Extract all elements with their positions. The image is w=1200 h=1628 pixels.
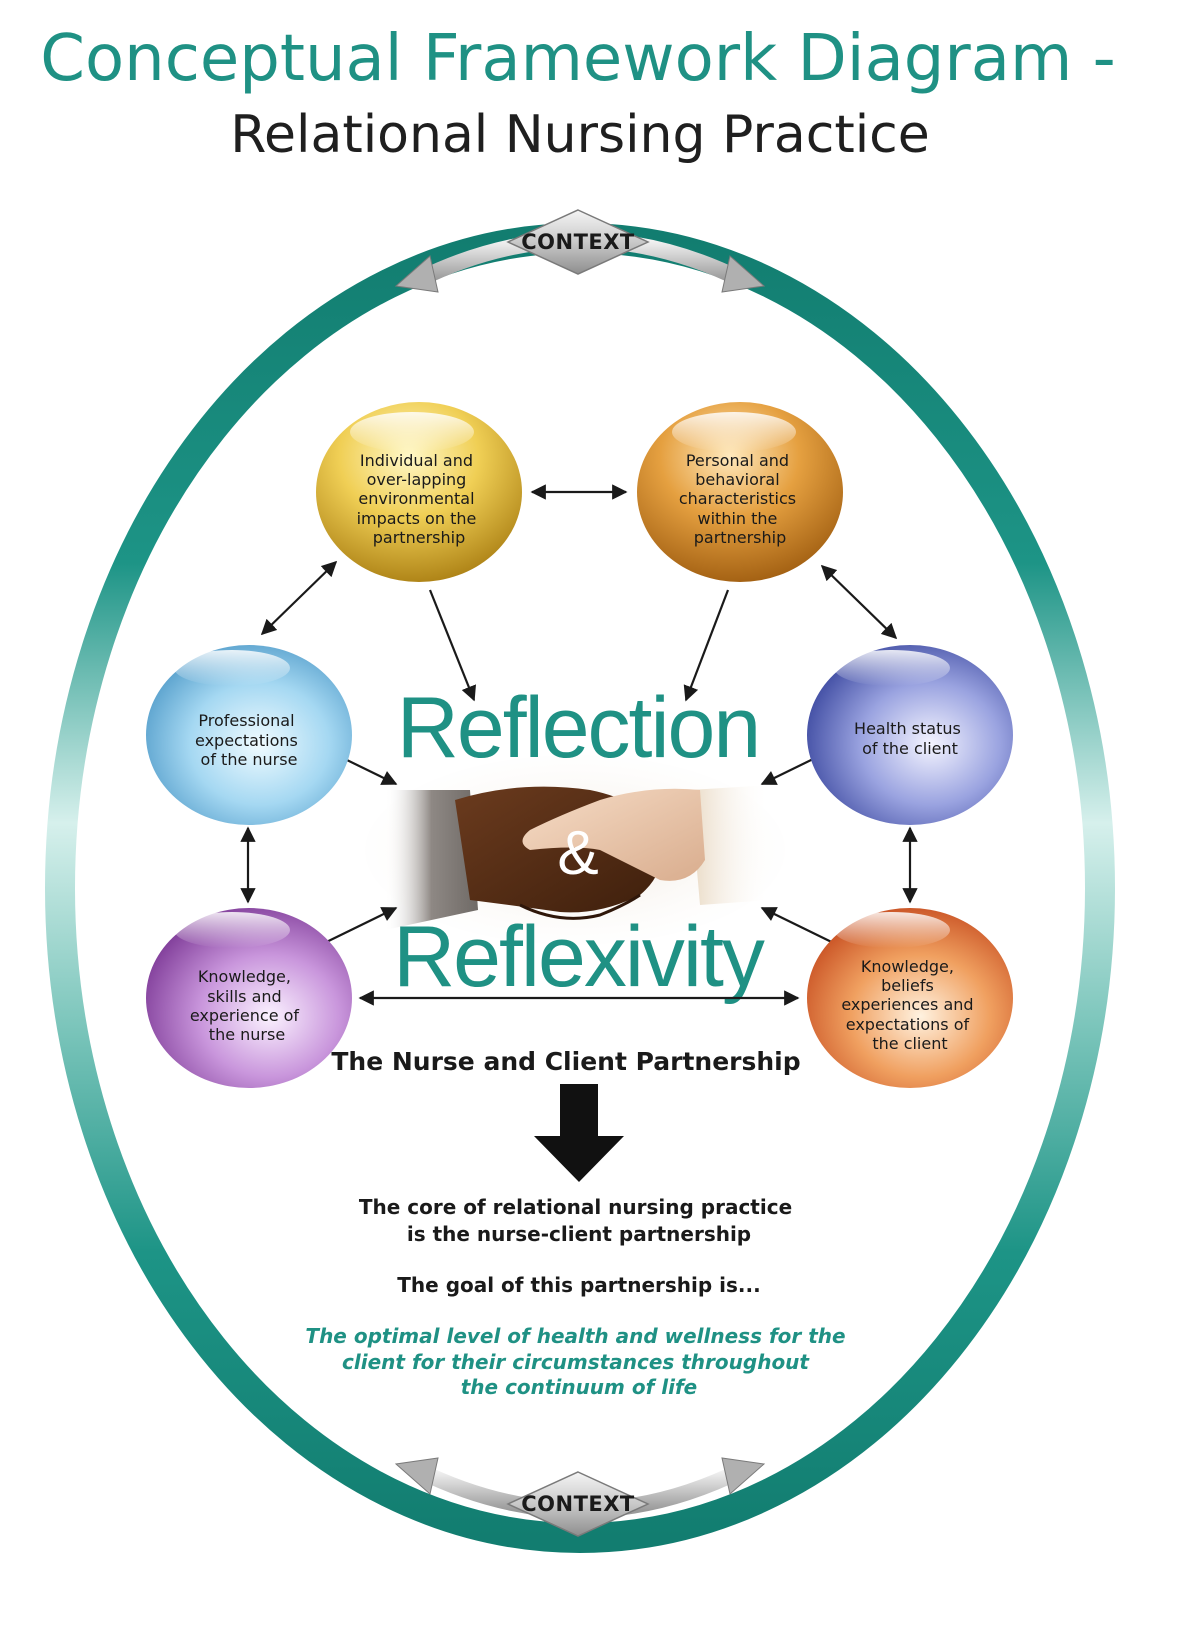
reflection-heading: Reflection bbox=[397, 680, 759, 776]
node-label: Personal and behavioral characteristics … bbox=[679, 451, 801, 547]
node-label: Professional expectations of the nurse bbox=[195, 711, 303, 769]
down-arrow-icon bbox=[534, 1084, 624, 1182]
node-label: Knowledge, skills and experience of the … bbox=[190, 967, 304, 1044]
context-top-badge: CONTEXT bbox=[394, 209, 766, 293]
node-client-knowledge: Knowledge, beliefs experiences and expec… bbox=[807, 908, 1013, 1088]
node-individual-environmental: Individual and over-lapping environmenta… bbox=[316, 402, 522, 582]
core-statement: The core of relational nursing practice … bbox=[359, 1195, 799, 1246]
node-bubble bbox=[316, 402, 522, 582]
arrow-topleft-midleft bbox=[260, 560, 338, 636]
node-bubble bbox=[807, 645, 1013, 825]
context-bottom-arrowhead-left bbox=[394, 1457, 439, 1495]
handshake-illustration bbox=[365, 755, 785, 945]
arrow-topleft-center bbox=[428, 589, 477, 702]
context-top-arrowhead-left bbox=[394, 255, 439, 293]
node-nurse-knowledge: Knowledge, skills and experience of the … bbox=[146, 908, 352, 1088]
context-bottom-label: CONTEXT bbox=[521, 1492, 635, 1516]
node-professional-expectations: Professional expectations of the nurse bbox=[146, 645, 352, 825]
arrow-topright-center bbox=[683, 589, 730, 702]
context-top-arrowhead-right bbox=[721, 255, 766, 293]
goal-intro: The goal of this partnership is... bbox=[397, 1273, 760, 1297]
node-bubble bbox=[146, 908, 352, 1088]
arrow-topright-midright bbox=[820, 564, 898, 640]
diagram-subtitle: Relational Nursing Practice bbox=[230, 105, 930, 165]
context-top-diamond bbox=[506, 209, 650, 275]
node-bubble bbox=[146, 645, 352, 825]
partnership-heading: The Nurse and Client Partnership bbox=[331, 1047, 800, 1076]
goal-statement: The optimal level of health and wellness… bbox=[305, 1324, 852, 1399]
context-bottom-arrowhead-right bbox=[721, 1457, 766, 1495]
diagram-title: Conceptual Framework Diagram - bbox=[40, 22, 1115, 96]
node-personal-behavioral: Personal and behavioral characteristics … bbox=[637, 402, 843, 582]
ampersand: & bbox=[557, 819, 598, 888]
node-label: Individual and over-lapping environmenta… bbox=[357, 451, 482, 547]
node-label: Health status of the client bbox=[854, 719, 966, 758]
node-label: Knowledge, beliefs experiences and expec… bbox=[841, 957, 978, 1053]
context-bottom-diamond bbox=[506, 1471, 650, 1537]
context-top-label: CONTEXT bbox=[521, 230, 635, 254]
node-bubble bbox=[807, 908, 1013, 1088]
reflexivity-heading: Reflexivity bbox=[393, 909, 765, 1005]
node-health-status: Health status of the client bbox=[807, 645, 1013, 825]
node-bubble bbox=[637, 402, 843, 582]
context-bottom-badge: CONTEXT bbox=[394, 1457, 766, 1537]
